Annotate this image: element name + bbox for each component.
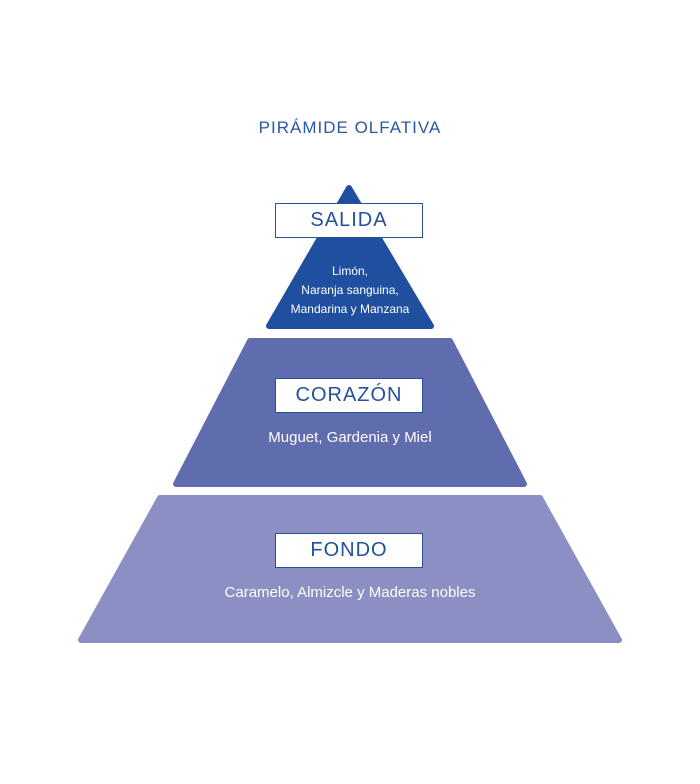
pyramid-top-tier — [266, 185, 434, 329]
corazon-notes: Muguet, Gardenia y Miel — [268, 429, 432, 446]
page-title: PIRÁMIDE OLFATIVA — [258, 118, 442, 137]
note-line: Naranja sanguina, — [301, 283, 399, 297]
fondo-notes: Caramelo, Almizcle y Maderas nobles — [224, 584, 476, 601]
fondo-label: FONDO — [275, 533, 423, 568]
note-line: Limón, — [331, 264, 369, 278]
salida-label: SALIDA — [275, 203, 423, 238]
pyramid-bottom-tier — [78, 495, 622, 643]
corazon-label: CORAZÓN — [275, 378, 423, 413]
note-line: Mandarina y Manzana — [290, 302, 410, 316]
salida-notes: Limón, Naranja sanguina, Mandarina y Man… — [0, 262, 700, 319]
